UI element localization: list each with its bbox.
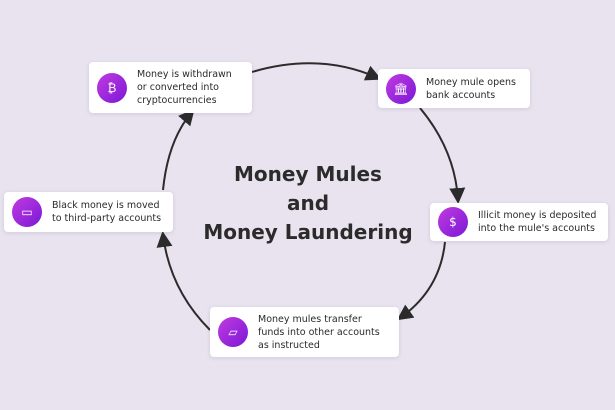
dollar-deposit-icon: $	[438, 207, 468, 237]
arrow-4	[156, 231, 211, 331]
step-card-crypto: ₿ Money is withdrawn or converted into c…	[89, 62, 252, 113]
transfer-card-icon: ▱	[218, 317, 248, 347]
bank-icon: 🏛	[386, 73, 416, 104]
step-card-open-accounts: 🏛 Money mule opens bank accounts	[378, 69, 530, 108]
step-text: Illicit money is deposited into the mule…	[478, 210, 597, 234]
title-line: and	[286, 191, 330, 215]
arrow-5	[162, 108, 195, 191]
step-card-transfer: ▱ Money mules transfer funds into other …	[210, 307, 399, 357]
step-text: Money is withdrawn or converted into cry…	[137, 69, 232, 106]
title-line: Money Laundering	[203, 220, 413, 244]
step-card-third-party: ▭ Black money is moved to third-party ac…	[4, 192, 173, 232]
step-card-deposit: $ Illicit money is deposited into the mu…	[430, 203, 608, 241]
diagram-title: Money Mules and Money Laundering	[180, 160, 436, 247]
arrow-3	[396, 241, 446, 321]
title-line: Money Mules	[234, 162, 382, 186]
step-text: Black money is moved to third-party acco…	[52, 200, 162, 224]
credit-card-icon: ▭	[12, 197, 42, 227]
step-text: Money mules transfer funds into other ac…	[258, 313, 380, 351]
step-text: Money mule opens bank accounts	[426, 76, 516, 101]
arrow-2	[419, 107, 466, 204]
bitcoin-exchange-icon: ₿	[97, 72, 127, 103]
arrow-1	[251, 62, 382, 81]
